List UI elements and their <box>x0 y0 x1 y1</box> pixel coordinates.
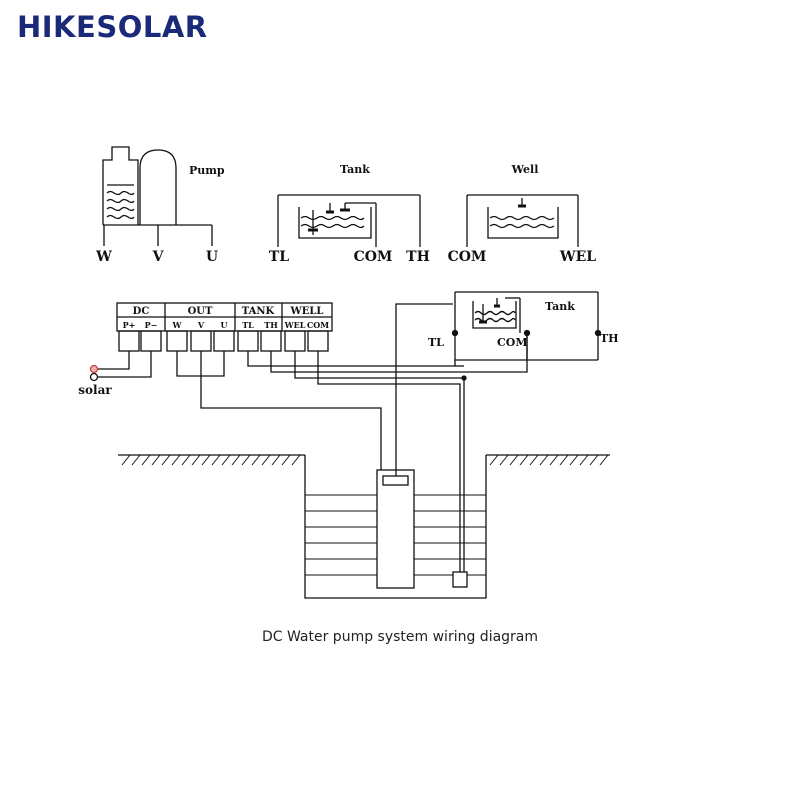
group-well: WELL <box>290 306 324 317</box>
group-dc: DC <box>133 306 150 317</box>
terminal-v: V <box>197 320 205 330</box>
pump-title: Pump <box>189 164 225 177</box>
terminal-w: W <box>172 320 183 330</box>
field-tank-th: TH <box>600 332 619 345</box>
terminal-th: TH <box>264 320 278 330</box>
well-terminal-com: COM <box>448 249 487 265</box>
terminal-p-plus: P+ <box>123 320 136 330</box>
motor-cable <box>176 351 382 478</box>
tank-terminal-tl: TL <box>269 249 289 265</box>
submersible-pump <box>376 469 415 589</box>
field-tank-com: COM <box>497 336 528 349</box>
well-title: Well <box>511 163 539 176</box>
well-level-probe <box>452 571 468 588</box>
field-tank <box>451 291 602 361</box>
terminal-wel: WEL <box>284 320 306 330</box>
tank-terminal-th: TH <box>406 249 430 265</box>
tank-title: Tank <box>340 163 370 176</box>
terminal-tl: TL <box>242 320 254 330</box>
diagram-caption: DC Water pump system wiring diagram <box>262 629 538 645</box>
terminal-u: U <box>221 320 228 330</box>
ground-and-well <box>118 454 610 599</box>
tank-terminal-com: COM <box>354 249 393 265</box>
terminal-p-minus: P− <box>145 320 158 330</box>
solar-input <box>89 351 152 382</box>
well-symbol <box>466 194 579 247</box>
well-terminal-wel: WEL <box>559 249 596 265</box>
tank-symbol <box>277 194 421 247</box>
pump-terminal-w: W <box>95 249 112 265</box>
pump-symbol <box>102 146 213 246</box>
group-tank: TANK <box>242 306 275 317</box>
terminal-com: COM <box>307 320 329 330</box>
field-tank-title: Tank <box>545 300 575 313</box>
pump-terminal-v: V <box>152 249 165 265</box>
field-tank-tl: TL <box>428 336 444 349</box>
brand-logo: HIKESOLAR <box>17 10 208 44</box>
level-sensor-wiring <box>247 303 528 575</box>
pump-terminal-u: U <box>206 249 218 265</box>
solar-label: solar <box>78 383 112 397</box>
group-out: OUT <box>188 306 213 317</box>
